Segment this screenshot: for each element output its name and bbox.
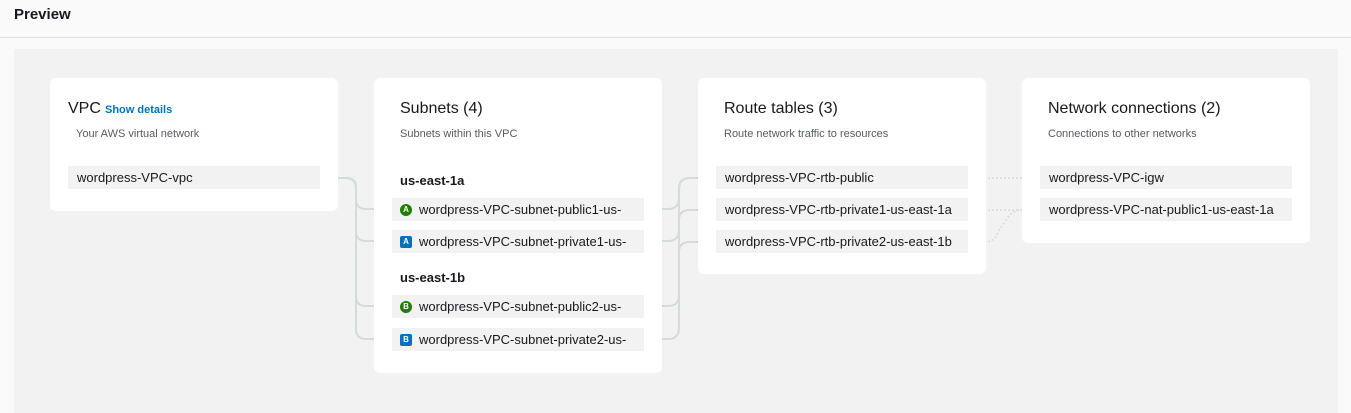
subnet-node-label: wordpress-VPC-subnet-private2-us- — [419, 332, 627, 347]
network-connection-node-nat[interactable]: wordpress-VPC-nat-public1-us-east-1a — [1040, 198, 1292, 221]
vpc-node-label: wordpress-VPC-vpc — [77, 170, 193, 185]
route-table-node-private1[interactable]: wordpress-VPC-rtb-private1-us-east-1a — [716, 198, 968, 221]
route-tables-card-subtitle: Route network traffic to resources — [724, 128, 889, 140]
vpc-node[interactable]: wordpress-VPC-vpc — [68, 166, 320, 189]
preview-header: Preview — [0, 0, 1351, 38]
network-connections-card-subtitle: Connections to other networks — [1048, 128, 1197, 140]
subnets-card-title: Subnets (4) — [400, 100, 483, 117]
route-table-node-label: wordpress-VPC-rtb-public — [725, 170, 874, 185]
public-subnet-badge-icon: A — [400, 204, 412, 216]
subnet-node-private2[interactable]: B wordpress-VPC-subnet-private2-us- — [392, 328, 644, 351]
subnet-node-public2[interactable]: B wordpress-VPC-subnet-public2-us- — [392, 295, 644, 318]
subnets-card-subtitle: Subnets within this VPC — [400, 128, 518, 140]
route-table-node-label: wordpress-VPC-rtb-private2-us-east-1b — [725, 234, 952, 249]
subnet-node-private1[interactable]: A wordpress-VPC-subnet-private1-us- — [392, 230, 644, 253]
subnet-node-label: wordpress-VPC-subnet-private1-us- — [419, 234, 627, 249]
page-title: Preview — [14, 6, 71, 23]
vpc-card: VPC Show details Your AWS virtual networ… — [50, 78, 338, 211]
subnets-card: Subnets (4) Subnets within this VPC — [374, 78, 662, 373]
network-connection-node-label: wordpress-VPC-nat-public1-us-east-1a — [1049, 202, 1274, 217]
show-details-link[interactable]: Show details — [105, 104, 173, 116]
network-connection-node-label: wordpress-VPC-igw — [1049, 170, 1164, 185]
az-label-us-east-1a: us-east-1a — [400, 173, 465, 188]
subnet-node-public1[interactable]: A wordpress-VPC-subnet-public1-us- — [392, 198, 644, 221]
subnet-node-label: wordpress-VPC-subnet-public2-us- — [419, 299, 622, 314]
vpc-card-title: VPC — [68, 100, 101, 117]
route-table-node-private2[interactable]: wordpress-VPC-rtb-private2-us-east-1b — [716, 230, 968, 253]
network-connections-card-title: Network connections (2) — [1048, 100, 1221, 117]
subnet-node-label: wordpress-VPC-subnet-public1-us- — [419, 202, 622, 217]
public-subnet-badge-icon: B — [400, 301, 412, 313]
route-table-node-public[interactable]: wordpress-VPC-rtb-public — [716, 166, 968, 189]
vpc-card-subtitle: Your AWS virtual network — [76, 128, 200, 140]
private-subnet-badge-icon: B — [400, 334, 412, 346]
az-label-us-east-1b: us-east-1b — [400, 270, 466, 285]
network-connection-node-igw[interactable]: wordpress-VPC-igw — [1040, 166, 1292, 189]
private-subnet-badge-icon: A — [400, 236, 412, 248]
route-table-node-label: wordpress-VPC-rtb-private1-us-east-1a — [725, 202, 952, 217]
route-tables-card-title: Route tables (3) — [724, 100, 838, 117]
